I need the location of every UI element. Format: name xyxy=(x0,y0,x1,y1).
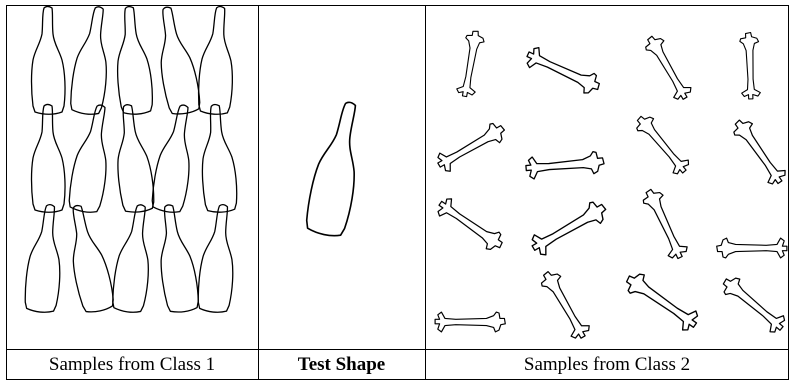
bottle-icon xyxy=(150,4,202,116)
wrench-icon xyxy=(642,32,694,103)
bottle-icon xyxy=(32,7,66,115)
bottle-icon xyxy=(23,203,68,314)
wrench-icon xyxy=(740,32,761,99)
bottle-icon xyxy=(152,203,200,314)
wrench-icon xyxy=(640,186,690,262)
wrench-icon xyxy=(729,115,789,188)
bottle-icon xyxy=(113,5,154,115)
wrench-icon xyxy=(456,29,486,98)
class1-caption: Samples from Class 1 xyxy=(6,350,258,380)
wrench-icon xyxy=(434,195,507,255)
wrench-icon xyxy=(632,111,692,178)
wrench-icon xyxy=(622,268,702,334)
wrench-icon xyxy=(434,119,509,174)
bottle-icon xyxy=(32,105,66,213)
bottle-icon xyxy=(111,103,156,214)
test-shape-caption: Test Shape xyxy=(258,350,425,380)
bottle-icon xyxy=(149,102,201,214)
test-shape-panel xyxy=(303,98,372,238)
wrench-icon xyxy=(537,267,592,342)
bottle-icon xyxy=(303,98,372,238)
wrench-icon xyxy=(525,151,605,180)
wrench-icon xyxy=(528,198,610,259)
bottle-icon xyxy=(110,203,158,314)
bottle-icon xyxy=(196,203,241,314)
wrench-icon xyxy=(717,238,787,258)
bottle-icon xyxy=(199,104,238,213)
wrench-icon xyxy=(523,45,603,98)
table-frame xyxy=(7,6,789,380)
class2-caption: Samples from Class 2 xyxy=(425,350,789,380)
bottle-icon xyxy=(68,5,116,116)
wrench-icon xyxy=(435,312,505,332)
bottle-icon xyxy=(61,202,116,314)
bottle-icon xyxy=(197,5,238,115)
class2-samples-panel xyxy=(434,29,789,342)
bottle-icon xyxy=(66,102,118,214)
wrench-icon xyxy=(718,272,788,336)
class1-samples-panel xyxy=(23,4,241,314)
